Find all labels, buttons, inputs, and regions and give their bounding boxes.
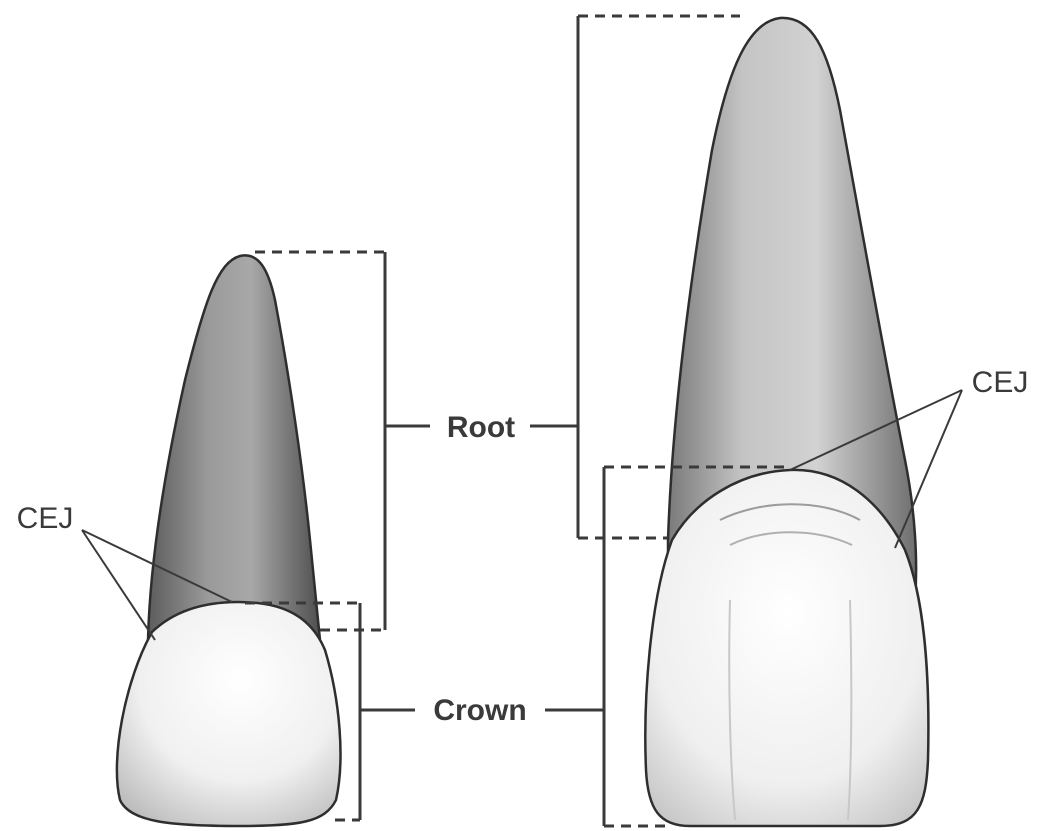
left-tooth xyxy=(117,255,341,826)
left-tooth-crown xyxy=(117,602,341,826)
cej-label-left: CEJ xyxy=(17,502,74,535)
left-tooth-root xyxy=(148,255,320,640)
root-label: Root xyxy=(447,411,515,444)
right-tooth-crown xyxy=(645,470,928,826)
right-tooth xyxy=(645,18,928,826)
crown-label: Crown xyxy=(433,694,526,727)
cej-label-right: CEJ xyxy=(972,366,1029,399)
